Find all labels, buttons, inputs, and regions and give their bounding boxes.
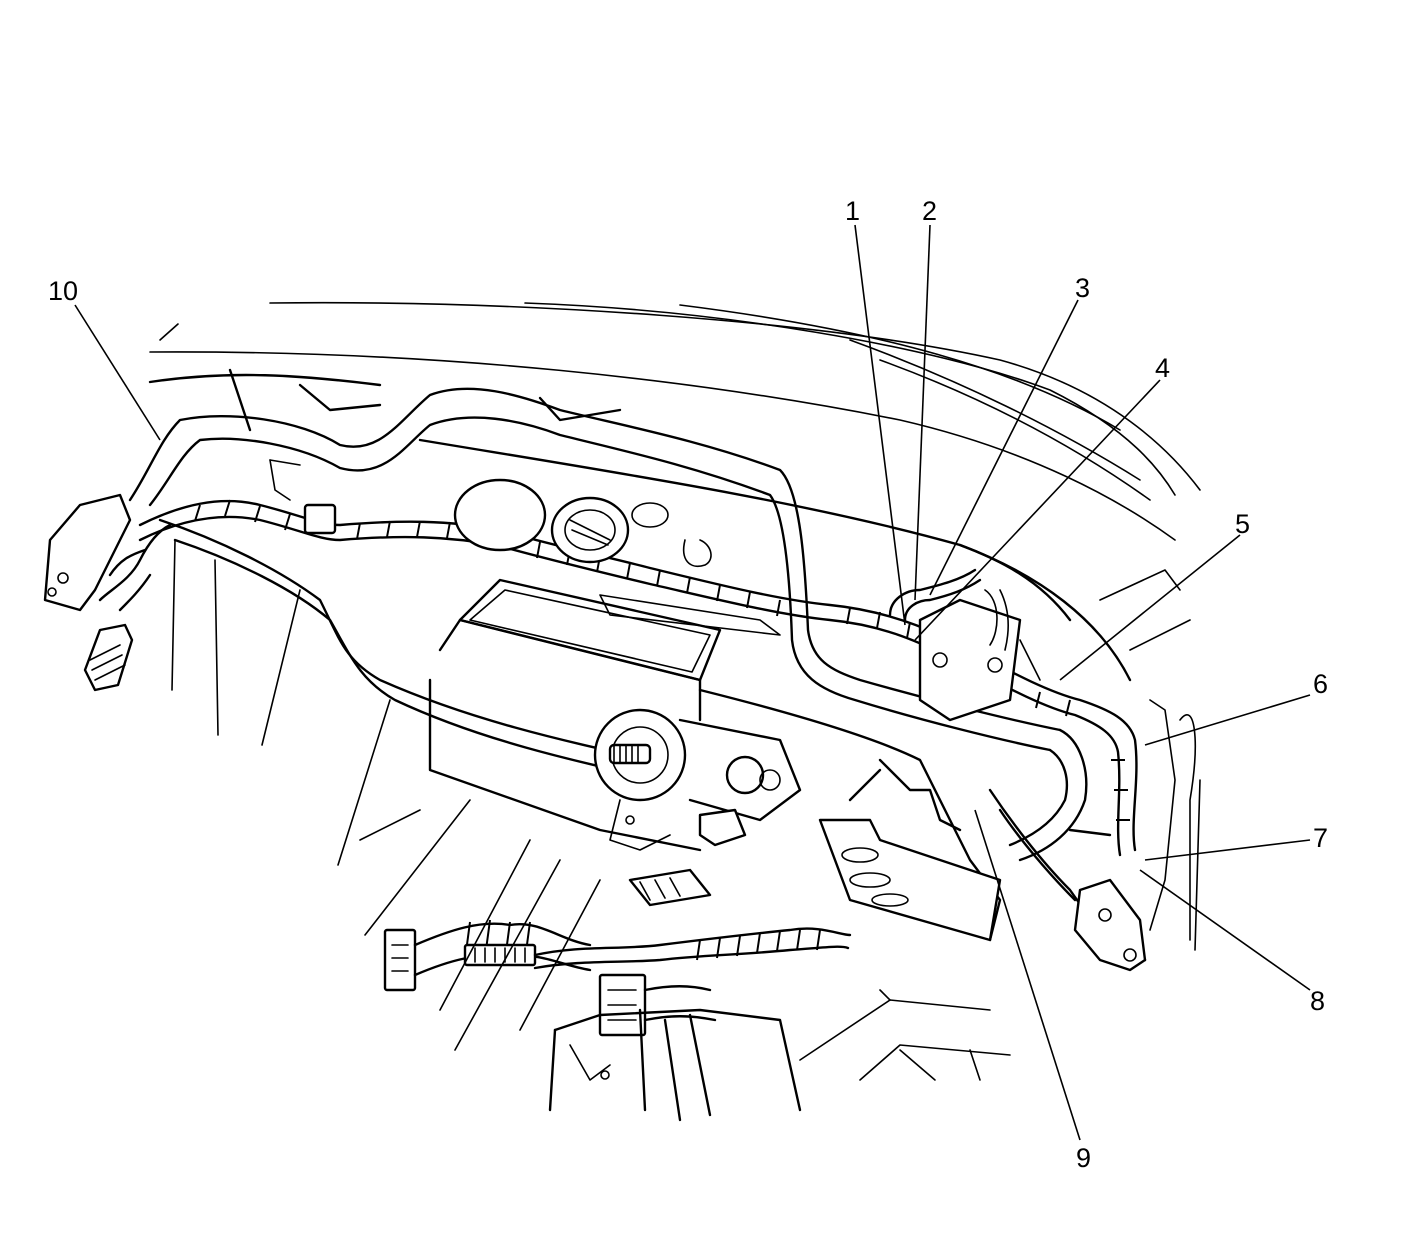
harness-connector-left [269,459,337,535]
callout-9: 9 [1076,1143,1091,1173]
leader-line-1 [854,224,906,626]
steering-column [593,708,802,851]
callout-1: 1 [845,196,860,226]
floor-connectors [383,868,852,1037]
leader-line-10 [74,304,161,441]
callout-labels: 1 2 3 4 5 6 7 8 9 10 [48,196,1328,1173]
dash-vent [453,478,712,567]
windshield-lines [149,301,1201,541]
callout-8: 8 [1310,986,1325,1016]
callout-3: 3 [1075,273,1090,303]
callout-6: 6 [1313,669,1328,699]
leader-line-8 [1139,869,1311,991]
callout-10: 10 [48,276,78,306]
right-harness-area [888,568,1041,722]
left-bracket [43,493,172,692]
leader-line-5 [1059,534,1241,681]
leader-line-6 [1144,694,1311,746]
lower-dash-panel [698,688,1002,942]
leader-line-2 [914,224,931,601]
callout-2: 2 [922,196,937,226]
right-bracket [1068,699,1201,972]
leader-line-4 [914,379,1161,641]
leader-line-7 [1144,839,1311,861]
callout-5: 5 [1235,509,1250,539]
leader-line-3 [929,299,1079,596]
leader-lines [74,224,1311,1141]
callout-7: 7 [1313,823,1328,853]
center-duct [428,578,781,852]
floor-lines [171,539,1011,1122]
callout-4: 4 [1155,353,1170,383]
leader-line-9 [974,809,1081,1141]
